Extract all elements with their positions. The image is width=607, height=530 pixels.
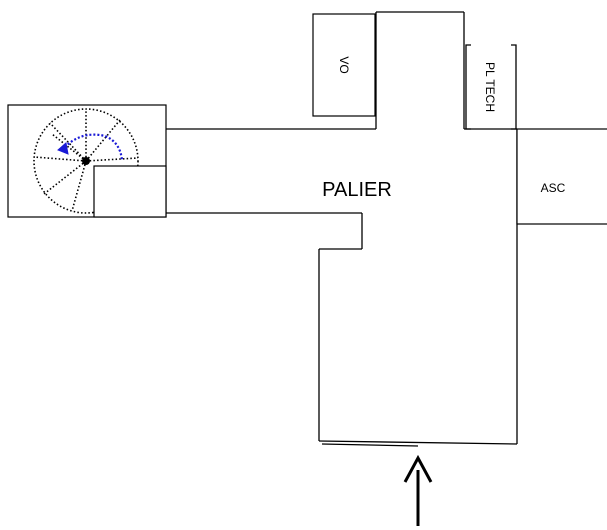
vo-label: VO (337, 56, 351, 73)
arrow-up-icon (403, 454, 433, 526)
asc-label: ASC (541, 181, 566, 195)
pl-tech-area: PL TECH (465, 44, 517, 130)
spiral-staircase-icon (7, 104, 167, 218)
pl-tech-label: PL TECH (483, 62, 497, 112)
asc-room: ASC (516, 128, 607, 225)
vo-room: VO (312, 13, 376, 117)
palier-label: PALIER (322, 179, 392, 201)
